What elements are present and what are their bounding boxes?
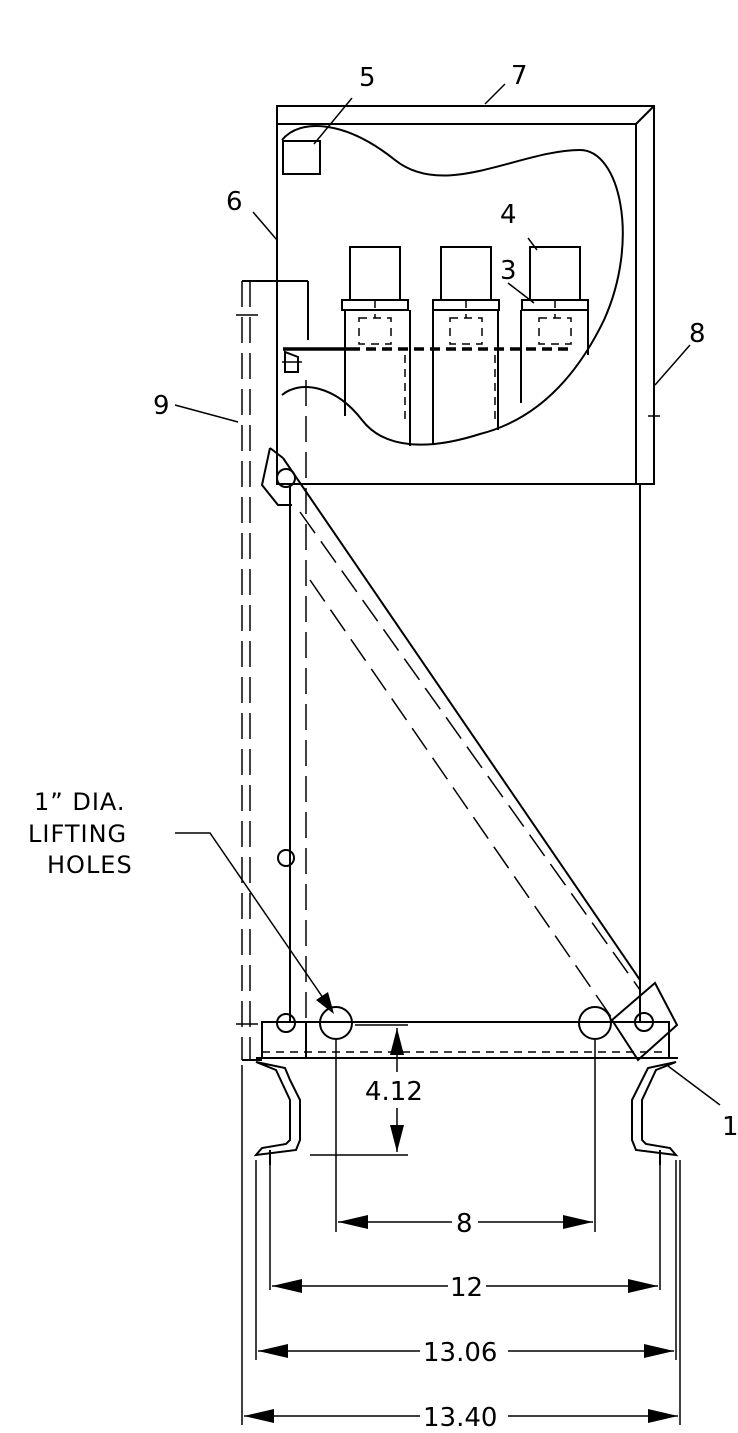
dim-13-06: 13.06 bbox=[423, 1338, 497, 1368]
callout-leaders bbox=[174, 83, 721, 1106]
callout-1: 1 bbox=[722, 1112, 738, 1142]
callout-5: 5 bbox=[359, 63, 376, 93]
callout-6: 6 bbox=[226, 187, 243, 217]
lifting-holes-note: 1” DIA. LIFTING HOLES bbox=[28, 788, 133, 879]
lifting-hole-left bbox=[319, 1006, 353, 1040]
support-frame bbox=[260, 380, 641, 1025]
svg-text:LIFTING: LIFTING bbox=[28, 820, 127, 848]
component-5 bbox=[282, 140, 321, 175]
lifting-hole-right bbox=[578, 1006, 612, 1040]
callout-7: 7 bbox=[511, 61, 528, 91]
callout-8: 8 bbox=[689, 319, 706, 349]
dimensions: 4.12 8 12 13.06 13.40 bbox=[241, 1024, 681, 1433]
dim-4-12: 4.12 bbox=[365, 1077, 423, 1107]
dim-12: 12 bbox=[450, 1273, 483, 1303]
dim-13-40: 13.40 bbox=[423, 1403, 497, 1433]
callout-4: 4 bbox=[500, 200, 517, 230]
callout-9: 9 bbox=[153, 391, 170, 421]
breaker-assembly bbox=[282, 246, 589, 446]
enclosure bbox=[276, 105, 660, 485]
svg-text:1” DIA.: 1” DIA. bbox=[34, 788, 126, 816]
channel-legs bbox=[253, 1057, 679, 1165]
cutaway-outline bbox=[281, 125, 624, 446]
svg-text:HOLES: HOLES bbox=[47, 851, 133, 879]
side-panel bbox=[236, 280, 309, 1061]
dim-8: 8 bbox=[456, 1209, 473, 1239]
callout-3: 3 bbox=[500, 256, 517, 286]
callout-labels: 5 7 6 4 3 8 9 1 bbox=[153, 61, 738, 1142]
